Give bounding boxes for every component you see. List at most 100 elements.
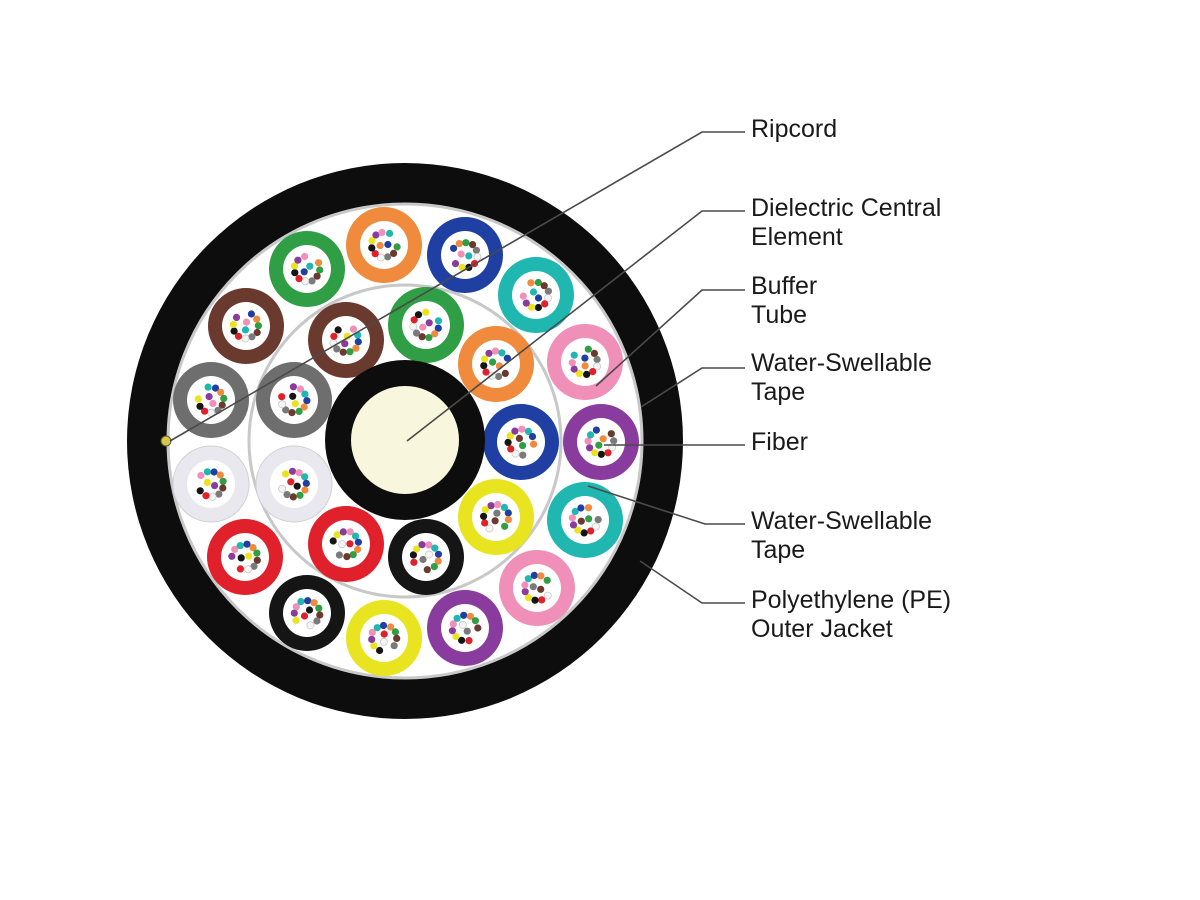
fiber-icon (458, 636, 466, 644)
label-outer-jacket: Polyethylene (PE) Outer Jacket (751, 586, 958, 643)
fiber-icon (465, 252, 473, 260)
fiber-icon (194, 395, 202, 403)
buffer-tube-gel (512, 271, 560, 319)
label-water-swellable-tape-inner: Water-Swellable Tape (751, 349, 939, 406)
fiber-icon (228, 552, 236, 560)
buffer-tube-icon (547, 324, 623, 400)
fiber-icon (250, 562, 258, 570)
fiber-icon (379, 638, 388, 646)
fiber-icon (202, 492, 210, 500)
fiber-icon (232, 313, 241, 321)
fiber-icon (304, 597, 312, 605)
fiber-icon (537, 585, 545, 593)
fiber-icon (594, 516, 602, 524)
fiber-icon (291, 269, 299, 277)
fiber-icon (301, 390, 309, 398)
fiber-icon (302, 479, 310, 487)
fiber-icon (418, 333, 426, 341)
fiber-icon (491, 347, 500, 355)
fiber-icon (368, 635, 376, 644)
fiber-icon (211, 482, 219, 490)
fiber-icon (313, 272, 321, 280)
fiber-icon (543, 591, 552, 600)
callout-labels: Ripcord Dielectric Central Element Buffe… (751, 115, 958, 643)
fiber-icon (296, 491, 304, 499)
fiber-icon (288, 409, 296, 417)
fiber-icon (584, 345, 592, 353)
buffer-tube-icon (308, 302, 384, 378)
fiber-icon (593, 355, 601, 364)
fiber-icon (570, 351, 578, 359)
fiber-icon (349, 325, 357, 333)
fiber-icon (457, 250, 465, 258)
fiber-icon (583, 370, 591, 378)
buffer-tube-gel (221, 533, 269, 581)
fiber-icon (425, 541, 433, 549)
fiber-icon (589, 368, 597, 376)
fiber-icon (568, 359, 576, 367)
fiber-icon (574, 526, 582, 534)
fiber-icon (354, 545, 362, 554)
fiber-icon (368, 237, 376, 245)
fiber-icon (466, 612, 474, 620)
fiber-icon (290, 609, 298, 617)
fiber-icon (507, 445, 515, 453)
fiber-icon (253, 549, 261, 557)
fiber-icon (242, 318, 251, 326)
fiber-icon (293, 482, 301, 490)
fiber-icon (247, 310, 255, 318)
fiber-icon (585, 515, 593, 523)
fiber-icon (291, 400, 299, 408)
fiber-icon (253, 556, 261, 564)
fiber-icon (425, 334, 433, 342)
fiber-icon (503, 354, 511, 362)
fiber-icon (372, 231, 380, 239)
fiber-icon (577, 504, 585, 512)
fiber-icon (495, 372, 503, 381)
fiber-icon (290, 262, 299, 270)
buffer-tube-gel (222, 302, 270, 350)
fiber-icon (540, 282, 548, 290)
fiber-icon (577, 517, 585, 525)
fiber-icon (310, 599, 318, 607)
buffer-tube-icon (499, 550, 575, 626)
buffer-tube-gel (322, 520, 370, 568)
central-element-leader (406, 210, 745, 442)
fiber-icon (215, 490, 223, 498)
fiber-icon (571, 507, 579, 516)
tape-outer-leader (587, 485, 745, 525)
fiber-icon (544, 287, 553, 295)
fiber-icon (217, 388, 225, 396)
fiber-icon (530, 440, 538, 448)
fiber-icon (494, 501, 502, 509)
inner-water-swellable-tape (247, 283, 563, 599)
fiber-icon (371, 250, 379, 258)
fiber-icon (380, 630, 388, 638)
fiber-icon (379, 621, 388, 630)
buffer-tube-icon (388, 287, 464, 363)
fiber-icon (248, 333, 256, 341)
buffer-tube-icon (458, 479, 534, 555)
label-central-element: Dielectric Central Element (751, 194, 948, 251)
fiber-icon (289, 493, 297, 501)
fiber-icon (501, 369, 509, 377)
fiber-icon (211, 384, 220, 392)
fiber-icon (469, 241, 477, 249)
buffer-tube-gel (187, 460, 235, 508)
fiber-icon (460, 611, 468, 619)
fiber-icon (292, 603, 300, 611)
fiber-icon (541, 300, 549, 308)
fiber-icon (455, 240, 463, 248)
fiber-icon (282, 470, 290, 478)
fiber-icon (529, 288, 538, 296)
fiber-icon (431, 544, 439, 552)
fiber-icon (591, 449, 599, 457)
buffer-tube-icon (547, 482, 623, 558)
fiber-icon (201, 407, 209, 415)
fiber-icon (501, 522, 509, 530)
fiber-icon (586, 431, 595, 439)
fiber-icon (241, 326, 250, 334)
fiber-icon (288, 467, 297, 475)
fiber-icon (315, 604, 323, 612)
buffer-tube-icon (255, 445, 333, 523)
